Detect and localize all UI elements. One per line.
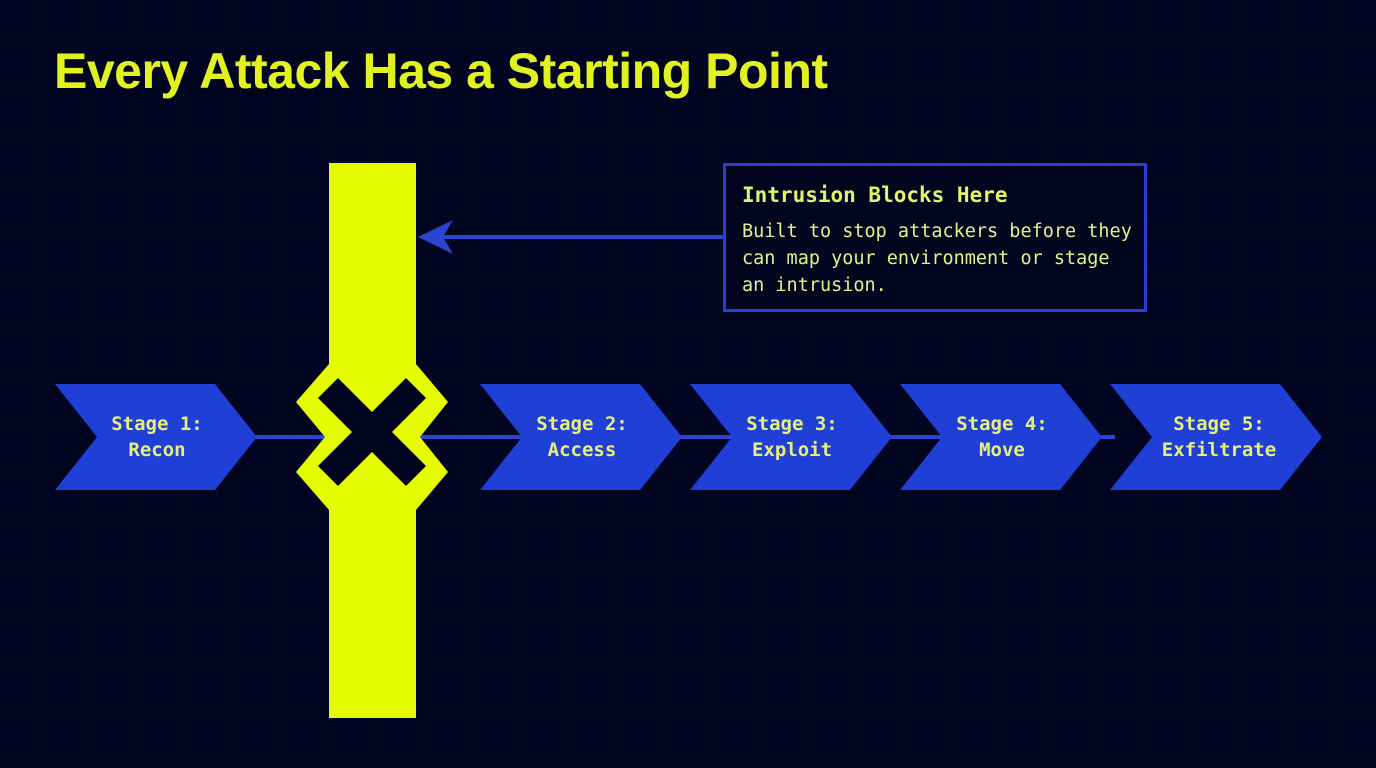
callout-title: Intrusion Blocks Here <box>742 183 1008 207</box>
stage-2-name: Access <box>547 439 617 461</box>
callout-box: Intrusion Blocks Here Built to stop atta… <box>723 163 1147 312</box>
stage-4-chevron <box>900 384 1102 490</box>
page-title: Every Attack Has a Starting Point <box>54 43 828 99</box>
stage-2-label: Stage 2: Access <box>482 411 682 463</box>
stage-1-number: Stage 1: <box>111 413 203 435</box>
stage-4-name: Move <box>979 439 1025 461</box>
stage-5-name: Exfiltrate <box>1161 439 1277 461</box>
stage-1-label: Stage 1: Recon <box>57 411 257 463</box>
stage-3-name: Exploit <box>751 439 833 461</box>
stage-2-number: Stage 2: <box>536 413 628 435</box>
stage-4-label: Stage 4: Move <box>902 411 1102 463</box>
stage-4-number: Stage 4: <box>956 413 1048 435</box>
stage-5-label: Stage 5: Exfiltrate <box>1119 411 1319 463</box>
stage-5-chevron <box>1110 384 1322 490</box>
stage-2-chevron <box>480 384 682 490</box>
x-block-icon <box>296 364 448 510</box>
stage-3-label: Stage 3: Exploit <box>692 411 892 463</box>
stage-3-number: Stage 3: <box>746 413 838 435</box>
stage-1-chevron <box>55 384 257 490</box>
stage-5-number: Stage 5: <box>1173 413 1265 435</box>
stage-3-chevron <box>690 384 892 490</box>
stage-1-name: Recon <box>128 439 186 461</box>
arrow-left-icon <box>418 220 453 254</box>
callout-body: Built to stop attackers before they can … <box>742 221 1132 296</box>
